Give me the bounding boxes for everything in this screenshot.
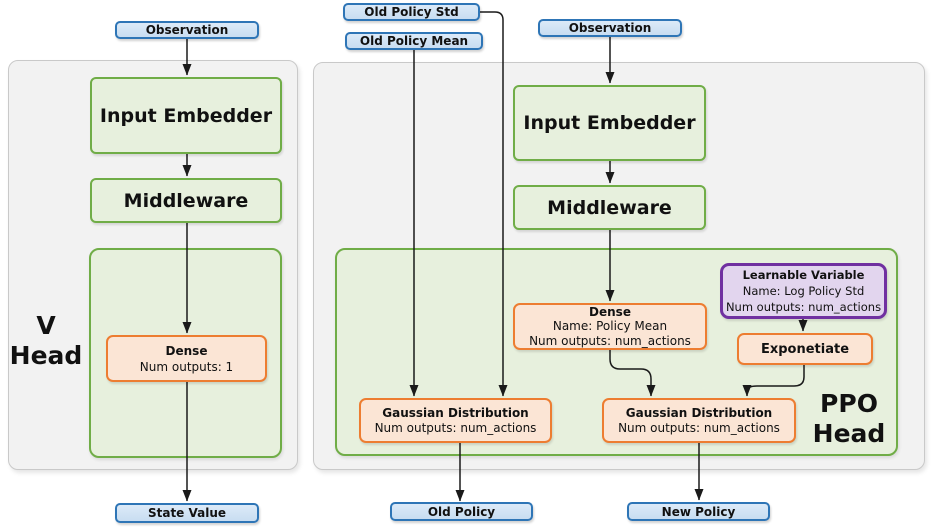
node-ppo-middleware-label: Middleware — [547, 196, 672, 219]
node-vhead-middleware-label: Middleware — [123, 189, 249, 212]
node-learnable-variable-name: Name: Log Policy Std — [742, 284, 865, 298]
node-exponetiate-label: Exponetiate — [760, 341, 850, 357]
ppo-head-label-line2: Head — [812, 419, 886, 448]
node-new-policy-output-label: New Policy — [661, 504, 736, 519]
node-vhead-observation: Observation — [115, 21, 259, 39]
node-learnable-variable-title: Learnable Variable — [742, 268, 865, 282]
node-gaussian-new-outputs: Num outputs: num_actions — [618, 420, 780, 435]
node-exponetiate: Exponetiate — [737, 333, 873, 365]
node-ppo-dense-name: Name: Policy Mean — [552, 319, 668, 334]
node-gaussian-old-title: Gaussian Distribution — [382, 405, 529, 420]
node-vhead-dense: Dense Num outputs: 1 — [106, 335, 267, 382]
node-learnable-variable: Learnable Variable Name: Log Policy Std … — [720, 263, 887, 319]
node-ppo-dense: Dense Name: Policy Mean Num outputs: num… — [513, 303, 707, 350]
node-vhead-observation-label: Observation — [145, 23, 229, 37]
node-old-policy-std-label: Old Policy Std — [364, 5, 459, 19]
node-learnable-variable-outputs: Num outputs: num_actions — [725, 300, 882, 314]
node-ppo-dense-title: Dense — [589, 304, 631, 319]
node-vhead-dense-outputs: Num outputs: 1 — [139, 359, 234, 374]
node-vhead-input-embedder-label: Input Embedder — [99, 104, 273, 127]
node-gaussian-new-title: Gaussian Distribution — [625, 405, 773, 420]
node-state-value-label: State Value — [147, 506, 227, 520]
node-vhead-middleware: Middleware — [90, 178, 282, 223]
node-new-policy-output: New Policy — [627, 502, 770, 521]
node-ppo-observation-label: Observation — [568, 21, 652, 35]
node-state-value: State Value — [115, 503, 259, 523]
node-vhead-input-embedder: Input Embedder — [90, 77, 282, 154]
node-ppo-dense-outputs: Num outputs: num_actions — [529, 333, 691, 348]
node-old-policy-std: Old Policy Std — [343, 3, 480, 21]
v-head-label-line1: V — [36, 311, 56, 340]
node-old-policy-output-label: Old Policy — [427, 504, 496, 519]
ppo-head-label: PPO Head — [797, 388, 901, 450]
node-gaussian-old-outputs: Num outputs: num_actions — [374, 420, 537, 435]
node-ppo-input-embedder: Input Embedder — [513, 85, 706, 161]
node-ppo-input-embedder-label: Input Embedder — [523, 112, 696, 134]
node-old-policy-mean: Old Policy Mean — [345, 32, 483, 50]
node-vhead-dense-title: Dense — [165, 343, 208, 358]
node-ppo-middleware: Middleware — [513, 185, 706, 230]
v-head-label: V Head — [9, 310, 83, 372]
node-old-policy-mean-label: Old Policy Mean — [359, 34, 469, 48]
ppo-head-label-line1: PPO — [820, 389, 878, 418]
v-head-label-line2: Head — [9, 341, 83, 370]
node-gaussian-distribution-new: Gaussian Distribution Num outputs: num_a… — [602, 398, 796, 443]
node-old-policy-output: Old Policy — [390, 502, 533, 521]
node-gaussian-distribution-old: Gaussian Distribution Num outputs: num_a… — [359, 398, 552, 443]
node-ppo-observation: Observation — [538, 19, 682, 37]
